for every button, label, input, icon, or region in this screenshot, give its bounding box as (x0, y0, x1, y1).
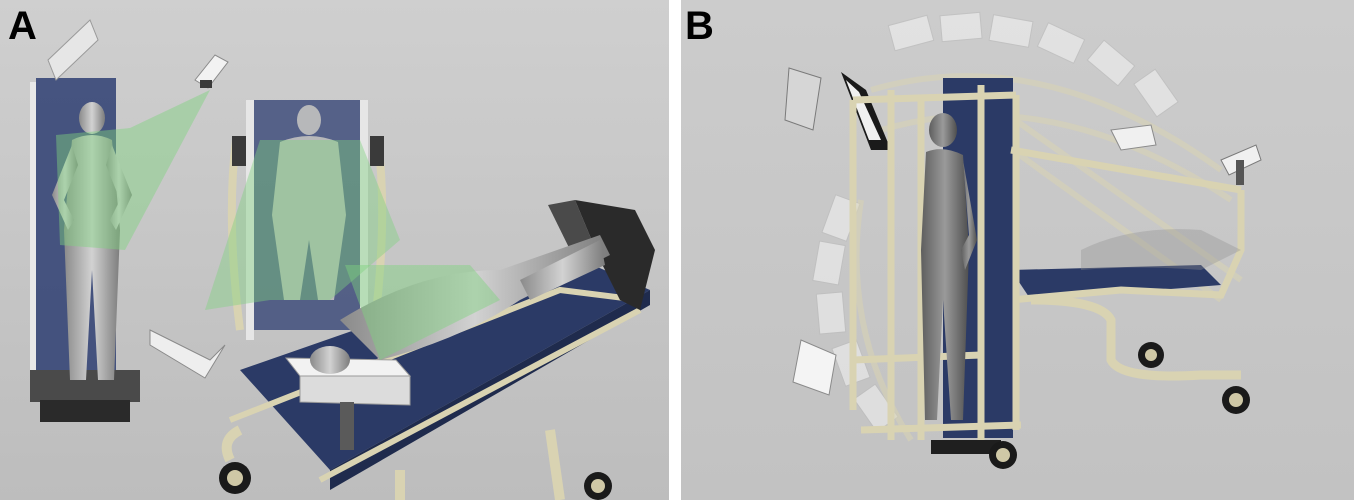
panel-b-illustration (681, 0, 1354, 500)
panel-a: A (0, 0, 669, 500)
panel-a-illustration (0, 0, 669, 500)
panel-label-b: B (685, 6, 714, 46)
panel-b: B (681, 0, 1354, 500)
panel-label-a: A (8, 6, 37, 46)
